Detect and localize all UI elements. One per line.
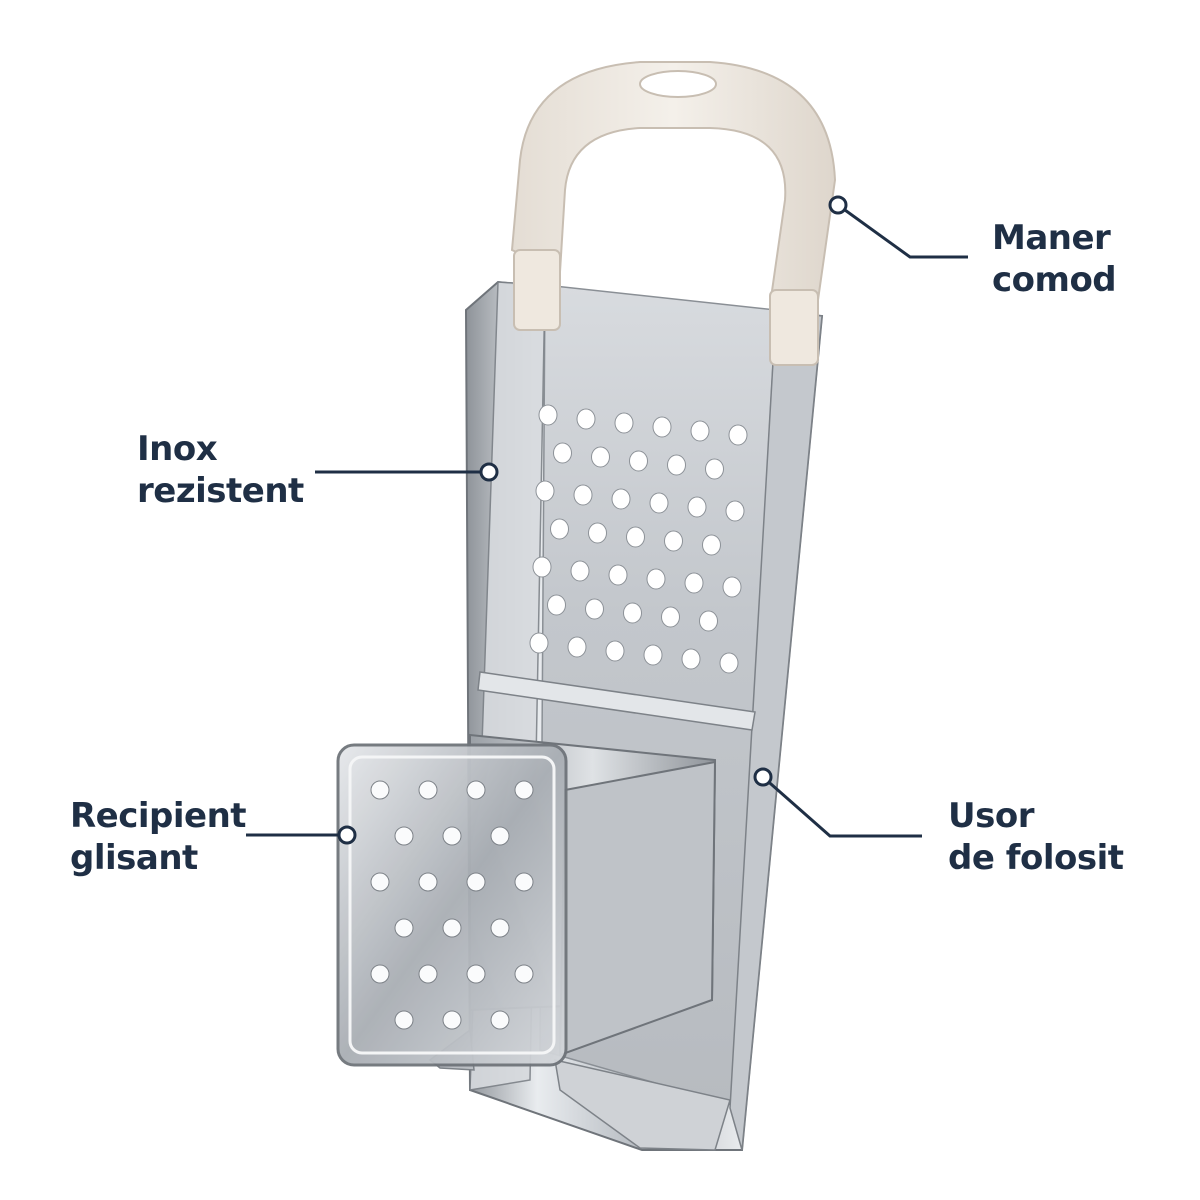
container-hole <box>442 826 462 846</box>
perforation-hole <box>588 522 607 544</box>
container-hole <box>370 964 390 984</box>
perforation-hole <box>550 518 569 540</box>
perforation-hole <box>614 412 634 434</box>
perforation-hole <box>728 424 748 446</box>
perforation-hole <box>652 416 672 438</box>
sliding-container <box>336 733 717 1067</box>
perforation-hole <box>667 454 686 476</box>
callout-steel-line1: Inox <box>137 429 218 469</box>
handle-icon <box>510 61 837 366</box>
callout-container: Recipient glisant <box>70 795 247 879</box>
perforation-hole <box>699 610 718 632</box>
perforation-hole <box>591 446 610 468</box>
container-hole <box>418 964 438 984</box>
leader-lines <box>246 195 968 845</box>
perforation-hole <box>585 598 604 620</box>
container-hole <box>394 826 414 846</box>
perforation-hole <box>611 488 631 510</box>
container-hole <box>466 872 486 892</box>
perforation-hole <box>690 420 710 442</box>
callout-easy-line2: de folosit <box>948 838 1124 878</box>
perforation-hole <box>553 442 572 464</box>
perforation-hole <box>687 496 707 518</box>
perforation-hole <box>576 408 596 430</box>
container-hole <box>514 780 534 800</box>
perforation-hole <box>529 632 549 654</box>
leader-dot-handle <box>828 195 848 215</box>
perforation-hole <box>629 450 648 472</box>
container-hole <box>442 1010 462 1030</box>
container-hole <box>370 872 390 892</box>
perforation-hole <box>725 500 745 522</box>
perforation-hole <box>643 644 663 666</box>
perforation-hole <box>649 492 669 514</box>
container-hole <box>466 964 486 984</box>
leader-line-easy <box>762 775 922 838</box>
container-hole <box>490 918 510 938</box>
container-hole <box>514 872 534 892</box>
callout-handle-line1: Maner <box>992 218 1111 258</box>
callout-steel-line2: rezistent <box>137 471 304 511</box>
container-hole <box>442 918 462 938</box>
container-hole <box>418 872 438 892</box>
callout-easy-line1: Usor <box>948 796 1034 836</box>
perforation-hole <box>605 640 625 662</box>
callout-container-line1: Recipient <box>70 796 247 836</box>
callout-handle: Maner comod <box>992 217 1117 301</box>
perforation-hole <box>684 572 704 594</box>
perforation-hole <box>567 636 587 658</box>
container-hole <box>394 918 414 938</box>
callout-steel: Inox rezistent <box>137 428 304 512</box>
perforation-hole <box>626 526 645 548</box>
container-hole <box>490 1010 510 1030</box>
perforation-hole <box>705 458 724 480</box>
perforation-hole <box>722 576 742 598</box>
perforation-hole <box>535 480 555 502</box>
perforation-hole <box>623 602 642 624</box>
perforation-hole <box>702 534 721 556</box>
container-hole <box>490 826 510 846</box>
perforation-hole <box>664 530 683 552</box>
perforation-hole <box>646 568 666 590</box>
leader-dot-container <box>337 825 357 845</box>
container-hole <box>514 964 534 984</box>
perforation-hole <box>681 648 701 670</box>
perforation-hole <box>547 594 566 616</box>
container-hole <box>418 780 438 800</box>
perforation-hole <box>538 404 558 426</box>
leader-line-handle <box>837 203 968 259</box>
perforation-hole <box>608 564 628 586</box>
callout-easy: Usor de folosit <box>948 795 1124 879</box>
container-hole <box>370 780 390 800</box>
leader-dot-easy <box>753 767 773 787</box>
perforation-hole <box>661 606 680 628</box>
callout-handle-line2: comod <box>992 260 1117 300</box>
perforation-hole <box>532 556 552 578</box>
container-hole <box>466 780 486 800</box>
container-hole <box>394 1010 414 1030</box>
callout-container-line2: glisant <box>70 838 198 878</box>
leader-dot-steel <box>479 462 499 482</box>
perforation-hole <box>573 484 593 506</box>
perforated-plate <box>529 404 748 674</box>
perforation-hole <box>719 652 739 674</box>
perforation-hole <box>570 560 590 582</box>
